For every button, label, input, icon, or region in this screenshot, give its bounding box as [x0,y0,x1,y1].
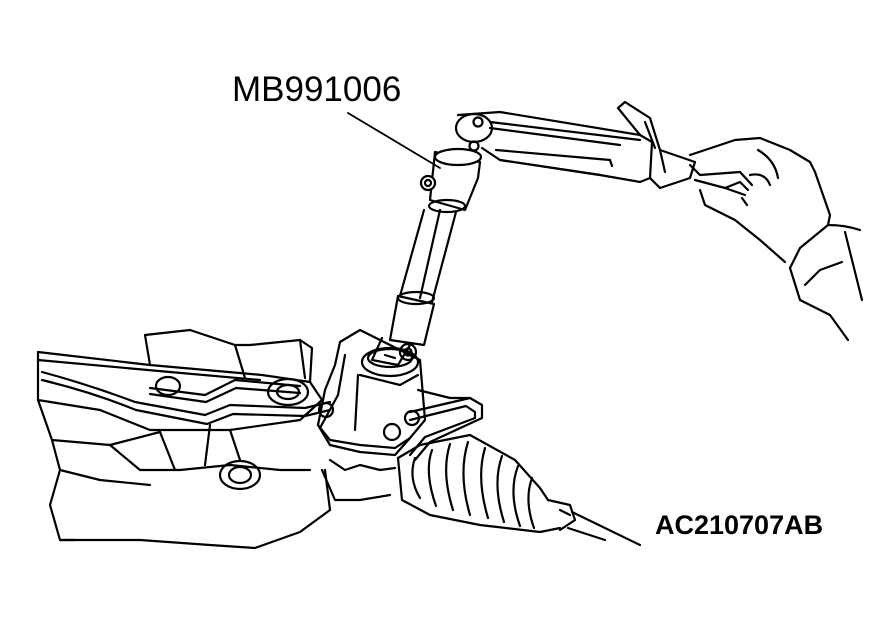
figure-code-label: AC210707AB [655,510,824,540]
technician-hand [688,136,864,342]
gear-housing-body [36,328,332,550]
torque-wrench [454,100,697,190]
tool-shaft [370,147,483,367]
fluid-pipes [40,370,484,462]
pinion-housing [316,328,427,502]
rubber-boot [396,433,642,547]
callout-leader-line [347,112,441,169]
tool-callout-label: MB991006 [232,70,402,109]
